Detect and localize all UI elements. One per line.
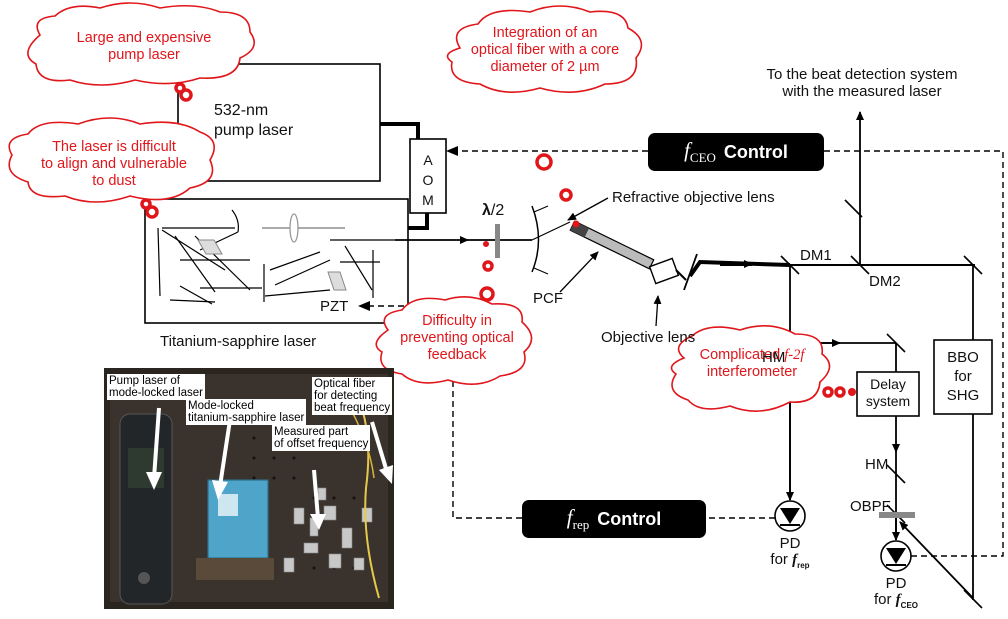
pzt-label: PZT [320, 298, 349, 315]
callout-feedback: Difficulty in preventing optical feedbac… [400, 313, 514, 363]
objective-lens-label: Objective lens [601, 329, 696, 346]
beat-detection-label: To the beat detection system with the me… [766, 66, 958, 100]
aom-label: A O M [422, 152, 434, 208]
cloud-integration [446, 5, 643, 93]
aom-box [409, 138, 447, 214]
obpf-filter [879, 512, 915, 518]
half-wave-plate [495, 224, 500, 258]
ti-sapphire-box [144, 198, 409, 324]
obpf-label: OBPF [850, 498, 891, 515]
photo-mode-locked-label: Mode-locked titanium-sapphire laser [186, 399, 307, 425]
cloud-complicated [670, 325, 831, 412]
hm-top-label: HM [762, 349, 786, 366]
hm-bottom-label: HM [865, 456, 889, 473]
photo-pump-label: Pump laser of mode-locked laser [107, 374, 205, 400]
callout-integration: Integration of an optical fiber with a c… [470, 25, 620, 75]
pd-ceo-label: PD for fCEO [873, 575, 919, 611]
pump-laser-box [177, 63, 381, 182]
fceo-control-box: fCEO Control [648, 133, 824, 171]
frep-control-box: frep Control [522, 500, 706, 538]
photo-fiber-label: Optical fiber for detecting beat frequen… [312, 377, 393, 415]
bbo-label: BBO for SHG [946, 349, 980, 404]
delay-system-box [856, 371, 920, 417]
bbo-box [933, 339, 993, 415]
delay-system-label: Delay system [865, 376, 911, 409]
dm1-label: DM1 [800, 247, 832, 264]
pd-rep-label: PD for frep [770, 535, 810, 571]
cloud-alignment [8, 117, 216, 203]
refractive-lens-label: Refractive objective lens [612, 189, 775, 206]
setup-photo: Pump laser of mode-locked laser Mode-loc… [104, 368, 394, 609]
dm2-label: DM2 [869, 273, 901, 290]
objective-lens [648, 257, 680, 285]
callout-large-pump: Large and expensive pump laser [76, 30, 212, 63]
pcf-label: PCF [533, 290, 563, 307]
pump-laser-label: 532-nm pump laser [214, 102, 294, 139]
half-wave-label: λ/2 [482, 202, 505, 219]
photo-measured-label: Measured part of offset frequency [272, 425, 371, 451]
ti-sapphire-label: Titanium-sapphire laser [160, 333, 317, 350]
callout-alignment: The laser is difficult to align and vuln… [41, 139, 187, 189]
cloud-large-pump [27, 2, 256, 86]
